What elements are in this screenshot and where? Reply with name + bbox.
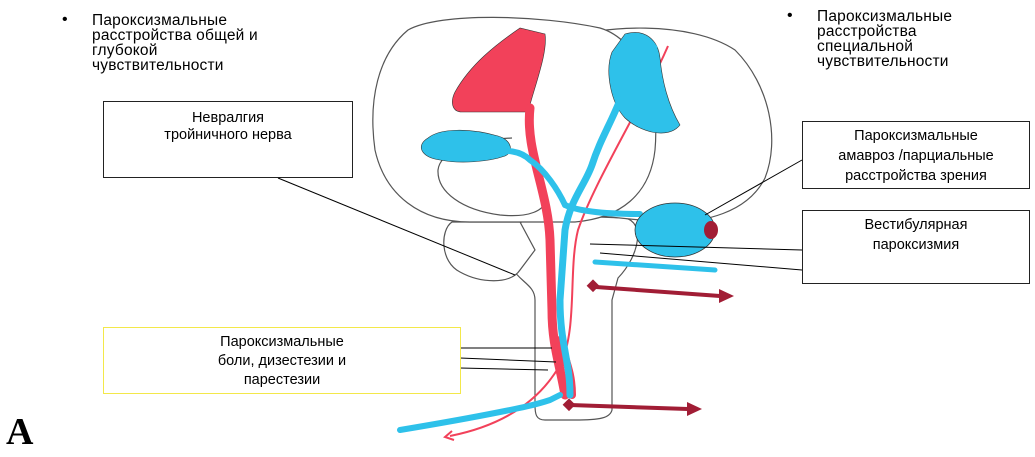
- eye-pupil: [704, 221, 718, 239]
- callout-vestibular: Вестибулярная пароксизмия: [802, 210, 1030, 284]
- note-special-sensitivity: • Пароксизмальные расстройства специальн…: [817, 9, 952, 69]
- efferent-arrowhead-lower: [687, 402, 702, 416]
- bullet-general: •: [62, 12, 68, 27]
- note-general-text: Пароксизмальные расстройства общей и глу…: [92, 13, 258, 73]
- callout-pain: Пароксизмальные боли, дизестезии и парес…: [103, 327, 461, 394]
- note-general-sensitivity: • Пароксизмальные расстройства общей и г…: [92, 13, 258, 73]
- eye-globe: [635, 203, 715, 257]
- note-special-text: Пароксизмальные расстройства специальной…: [817, 9, 952, 69]
- panel-label: A: [6, 412, 33, 452]
- callout-amaurosis: Пароксизмальные амавроз /парциальные рас…: [802, 121, 1030, 189]
- callout-trigeminal: Невралгия тройничного нерва: [103, 101, 353, 178]
- efferent-arrowhead-upper: [719, 289, 734, 303]
- bullet-special: •: [787, 8, 793, 23]
